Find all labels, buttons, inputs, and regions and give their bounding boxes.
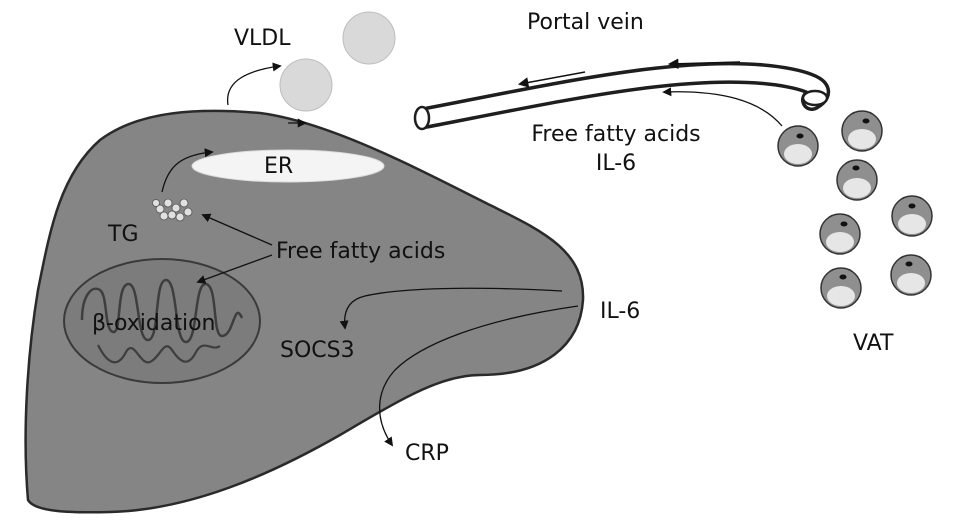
arrow-ffa-to-tg	[201, 213, 273, 246]
adipocyte	[820, 267, 862, 309]
label-vat: VAT	[853, 331, 894, 356]
label-crp: CRP	[405, 441, 449, 466]
label-vldl: VLDL	[234, 26, 291, 51]
adipocyte	[890, 254, 932, 296]
label-ffa-top: Free fatty acids	[531, 122, 700, 147]
label-socs3: SOCS3	[280, 338, 355, 363]
adipocyte	[836, 159, 878, 201]
label-ffa-liver: Free fatty acids	[276, 239, 445, 264]
label-er: ER	[264, 154, 293, 179]
adipocyte	[891, 195, 933, 237]
label-beta-oxidation: β-oxidation	[92, 311, 215, 336]
vldl-particle	[342, 11, 396, 65]
label-tg: TG	[107, 222, 139, 247]
arrow-ffa-to-mitochondrion	[196, 254, 273, 284]
label-il6-top: IL-6	[596, 151, 636, 176]
adipocyte	[819, 213, 861, 255]
label-il6-liver: IL-6	[600, 299, 640, 324]
arrow-tg-to-er	[161, 148, 214, 193]
mitochondrion	[63, 258, 261, 384]
label-portal-vein: Portal vein	[527, 10, 644, 35]
er-organelle	[191, 149, 385, 183]
arrow-il6-to-crp	[378, 305, 579, 447]
vat-adipocytes	[777, 110, 933, 309]
vldl-particle	[279, 58, 333, 112]
liver-shape	[24, 109, 585, 514]
adipocyte	[777, 125, 819, 167]
tg-droplets	[152, 198, 193, 222]
arrow-il6-to-socs3	[339, 287, 563, 330]
adipocyte	[841, 110, 883, 152]
arrow-vat-to-portal-vein	[662, 87, 783, 127]
arrow-liver-to-vldl	[227, 62, 282, 106]
arrows	[161, 62, 783, 447]
portal-vein-tube	[413, 58, 831, 131]
